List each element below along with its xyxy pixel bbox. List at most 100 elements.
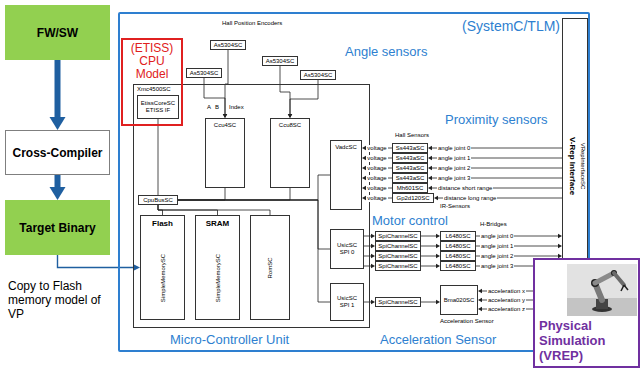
connector-line xyxy=(55,175,61,188)
connector-line xyxy=(178,188,225,200)
spi-channel-box: SpiChannelSC xyxy=(375,251,421,261)
signal-name: Index xyxy=(229,104,244,111)
sensor-box: Mh601SC xyxy=(392,183,428,193)
group-label: Proximity sensors xyxy=(445,112,548,127)
connector-line xyxy=(432,168,563,169)
connector xyxy=(476,234,562,238)
connector-line xyxy=(421,236,437,237)
sensor-box: Ss443aSC xyxy=(392,173,428,183)
box-label: L6480SC xyxy=(445,253,470,260)
connector xyxy=(58,255,141,271)
edge-label: angle joint 1 xyxy=(480,243,514,250)
arrow-head xyxy=(50,117,66,130)
group-label: Motor control xyxy=(372,213,448,228)
h-bridge-box: L6480SC xyxy=(440,241,476,251)
connector xyxy=(362,146,392,150)
edge-label: angle joint 3 xyxy=(437,175,471,182)
edge-label: angle joint 3 xyxy=(480,263,514,270)
connector-line xyxy=(225,50,228,115)
edge-label: distance long range xyxy=(443,195,497,202)
connector-line xyxy=(58,255,134,268)
box-label: EtissCoreSC xyxy=(141,100,175,107)
encoder-box: As5304SC xyxy=(300,70,336,80)
sensor-box: Bma020SC xyxy=(440,285,478,315)
connector xyxy=(421,254,440,258)
box-label: Gp2d120SC xyxy=(396,195,429,202)
arrow-head xyxy=(362,166,366,170)
connector xyxy=(178,188,290,200)
connector xyxy=(434,196,562,200)
encoder-box: As5304SC xyxy=(210,40,246,50)
connector xyxy=(428,176,562,180)
box-label: Ccu4SC xyxy=(214,122,236,129)
arrow-head xyxy=(362,186,366,190)
signal-name: B xyxy=(215,104,219,111)
sensor-box: Gp2d120SC xyxy=(392,193,434,203)
box-label: V-Rep Interface xyxy=(568,136,577,194)
arrow-head xyxy=(478,307,482,311)
arrow-head xyxy=(362,196,366,200)
connector-line xyxy=(158,119,159,195)
systemc-region: (SystemC/TLM)Xmc4500SCCpuBusSCFlashSimpl… xyxy=(118,12,590,352)
robot-arm-illustration xyxy=(567,264,637,316)
box-label: Ss443aSC xyxy=(396,145,425,152)
memory-box: SRAM SimpleMemorySC xyxy=(195,215,240,320)
h-bridge-box: L6480SC xyxy=(440,261,476,271)
connector-line xyxy=(158,205,270,215)
encoder-box: As5304SC xyxy=(186,68,222,78)
edge-label: acceleration z xyxy=(487,306,526,313)
connector-line xyxy=(421,302,437,303)
box-label: UsicSC xyxy=(337,242,357,249)
bus-box: CpuBusSC xyxy=(138,195,178,205)
box-label: As5304SC xyxy=(214,42,243,49)
box-label: As5304SC xyxy=(266,58,295,65)
connector-line xyxy=(476,246,559,247)
box-label: Cross-Compiler xyxy=(12,146,102,160)
core-box: EtissCoreSCETISS IF xyxy=(137,95,179,119)
box-label: UsicSC xyxy=(337,295,357,302)
connector xyxy=(428,156,562,160)
arrow-head xyxy=(362,146,366,150)
box-label: Flash xyxy=(141,219,184,228)
peripheral-box: UsicSCSPI 0 xyxy=(330,229,364,269)
connector-line xyxy=(432,158,563,159)
box-label: L6480SC xyxy=(445,243,470,250)
connector-line xyxy=(432,188,563,189)
box-label: FW/SW xyxy=(37,26,78,40)
connector xyxy=(476,244,562,248)
connector-line xyxy=(364,236,372,237)
edge-label: angle joint 0 xyxy=(437,145,471,152)
peripheral-box: Ccu4SC xyxy=(205,118,245,188)
connector-line xyxy=(438,198,563,199)
edge-label: angle joint 2 xyxy=(437,165,471,172)
group-label: H-Bridges xyxy=(480,221,507,228)
box-label: SpiChannelSC xyxy=(378,243,417,250)
peripheral-box: UsicSCSPI 1 xyxy=(330,283,364,321)
group-label: Micro-Controller Unit xyxy=(170,332,289,347)
arrow-head xyxy=(428,166,432,170)
connector-line xyxy=(421,256,437,257)
box-label: (ETISS) CPU Model xyxy=(123,42,181,81)
peripheral-box: Ccu8SC xyxy=(270,118,310,188)
arrow-head xyxy=(478,289,482,293)
signal-name: A xyxy=(207,104,211,111)
box-label: SRAM xyxy=(196,219,239,228)
arrow-head xyxy=(362,156,366,160)
connector xyxy=(50,60,66,130)
connector xyxy=(362,156,392,160)
process-box: Target Binary xyxy=(5,200,110,255)
connector xyxy=(178,188,225,200)
box-label: Ss443aSC xyxy=(396,155,425,162)
arrow-head xyxy=(50,187,66,200)
connector-line xyxy=(55,60,61,118)
box-label: SpiChannelSC xyxy=(378,253,417,260)
box-label: SimpleMemorySC xyxy=(215,254,221,302)
box-label: VRepInterfaceSC xyxy=(580,142,586,189)
connector-line xyxy=(280,66,290,115)
spi-channel-box: SpiChannelSC xyxy=(375,241,421,251)
connector xyxy=(158,119,159,195)
edge-label: distance short range xyxy=(437,185,493,192)
connector-line xyxy=(432,148,563,149)
edge-label: angle joint 2 xyxy=(480,253,514,260)
box-label: Ss443aSC xyxy=(396,175,425,182)
